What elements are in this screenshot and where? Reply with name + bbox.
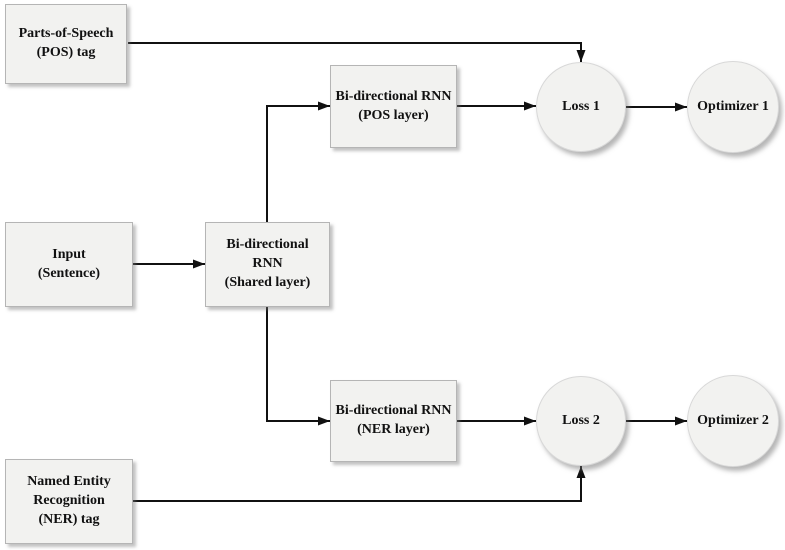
node-pos-tag-label: Parts-of-Speech (POS) tag	[18, 26, 114, 60]
node-ner-tag: Named Entity Recognition (NER) tag	[5, 459, 133, 544]
node-optimizer-2-label: Optimizer 2	[697, 412, 769, 428]
node-loss-1: Loss 1	[536, 62, 626, 152]
node-ner-rnn-label: Bi-directional RNN (NER layer)	[335, 403, 452, 437]
node-pos-rnn: Bi-directional RNN (POS layer)	[330, 65, 457, 148]
node-input-label: Input (Sentence)	[37, 246, 101, 281]
node-loss-2: Loss 2	[536, 376, 626, 466]
node-loss-2-label: Loss 2	[562, 412, 600, 428]
node-optimizer-1-label: Optimizer 1	[697, 98, 769, 114]
node-pos-tag: Parts-of-Speech (POS) tag	[5, 4, 127, 84]
edge-shared-rnn-to-pos-rnn	[266, 101, 330, 222]
node-ner-tag-label: Named Entity Recognition (NER) tag	[27, 474, 111, 527]
node-loss-1-label: Loss 1	[562, 98, 600, 114]
node-shared-rnn: Bi-directional RNN (Shared layer)	[205, 222, 330, 307]
node-optimizer-1: Optimizer 1	[687, 61, 779, 153]
edge-pos-tag-to-loss-1	[128, 42, 586, 62]
node-pos-rnn-label: Bi-directional RNN (POS layer)	[335, 88, 452, 123]
node-shared-rnn-label: Bi-directional RNN (Shared layer)	[224, 237, 311, 290]
node-ner-rnn: Bi-directional RNN (NER layer)	[330, 380, 457, 462]
edge-shared-rnn-to-ner-rnn	[266, 307, 330, 426]
node-optimizer-2: Optimizer 2	[687, 375, 779, 467]
node-input: Input (Sentence)	[5, 222, 133, 307]
edge-ner-tag-to-loss-2	[133, 466, 586, 502]
